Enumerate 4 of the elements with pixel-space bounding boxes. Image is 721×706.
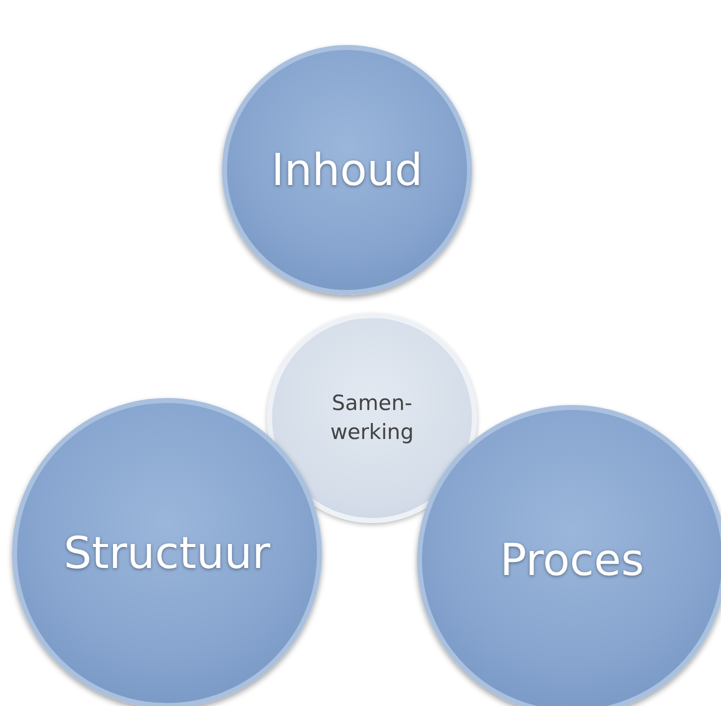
circle-label: Proces [500,534,644,586]
circle-label: Structuur [64,528,270,578]
circle-label: Inhoud [271,144,423,196]
circle-label: Samen- werking [329,390,415,446]
